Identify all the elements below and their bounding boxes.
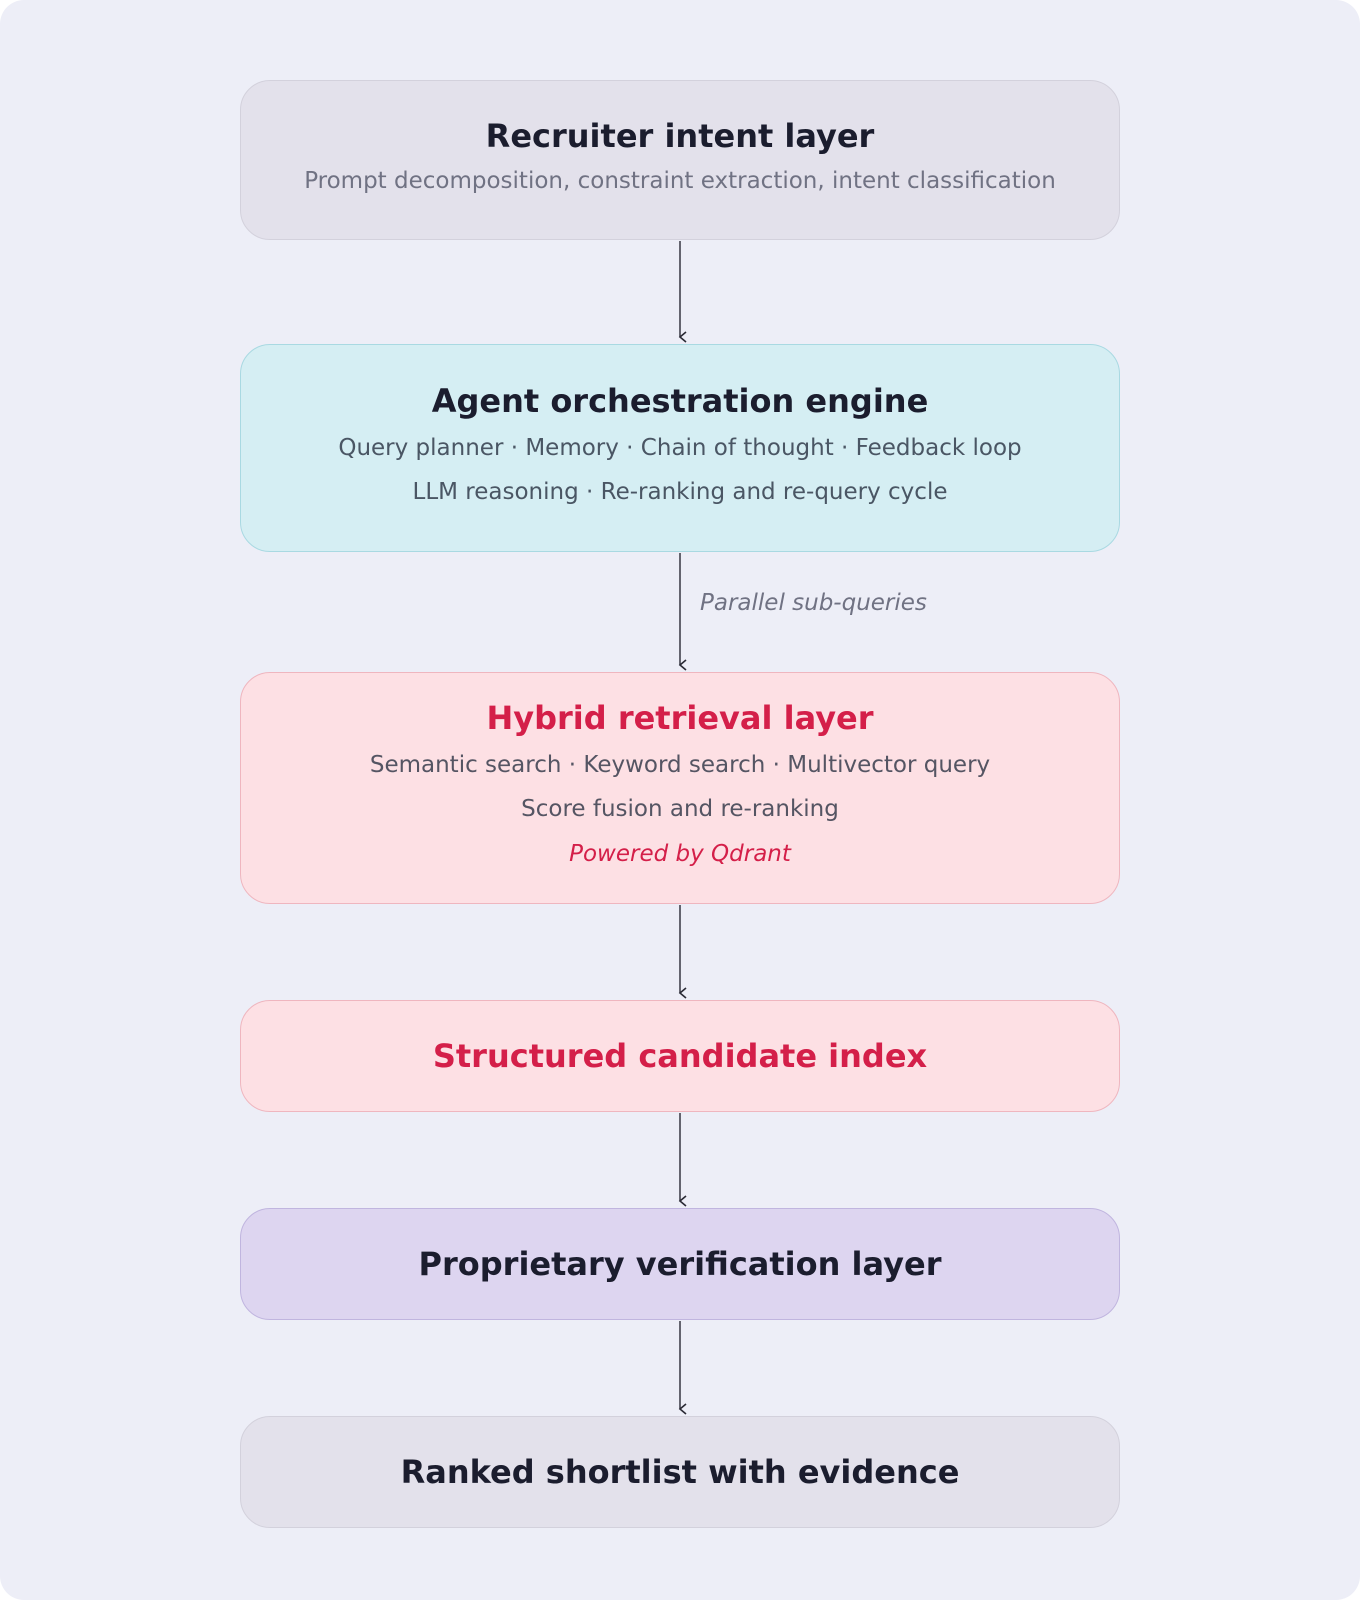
node-note-powered-by: Powered by Qdrant — [569, 841, 791, 868]
edge-label-parallel-sub-queries: Parallel sub-queries — [700, 590, 927, 616]
node-title: Recruiter intent layer — [485, 116, 875, 155]
node-title: Hybrid retrieval layer — [486, 698, 874, 737]
node-agent-orchestration-engine: Agent orchestration engine Query planner… — [240, 344, 1120, 552]
node-detail: Query planner · Memory · Chain of though… — [338, 435, 1022, 462]
node-hybrid-retrieval-layer: Hybrid retrieval layer Semantic search ·… — [240, 672, 1120, 904]
node-title: Agent orchestration engine — [431, 381, 929, 420]
node-detail: Prompt decomposition, constraint extract… — [304, 168, 1056, 195]
node-detail: Score fusion and re-ranking — [521, 796, 839, 823]
node-recruiter-intent-layer: Recruiter intent layer Prompt decomposit… — [240, 80, 1120, 240]
node-title: Ranked shortlist with evidence — [400, 1452, 960, 1491]
node-proprietary-verification-layer: Proprietary verification layer — [240, 1208, 1120, 1320]
node-title: Proprietary verification layer — [418, 1244, 942, 1283]
node-detail: LLM reasoning · Re-ranking and re-query … — [412, 479, 948, 506]
node-structured-candidate-index: Structured candidate index — [240, 1000, 1120, 1112]
node-ranked-shortlist: Ranked shortlist with evidence — [240, 1416, 1120, 1528]
node-title: Structured candidate index — [432, 1036, 928, 1075]
node-detail: Semantic search · Keyword search · Multi… — [369, 752, 991, 779]
